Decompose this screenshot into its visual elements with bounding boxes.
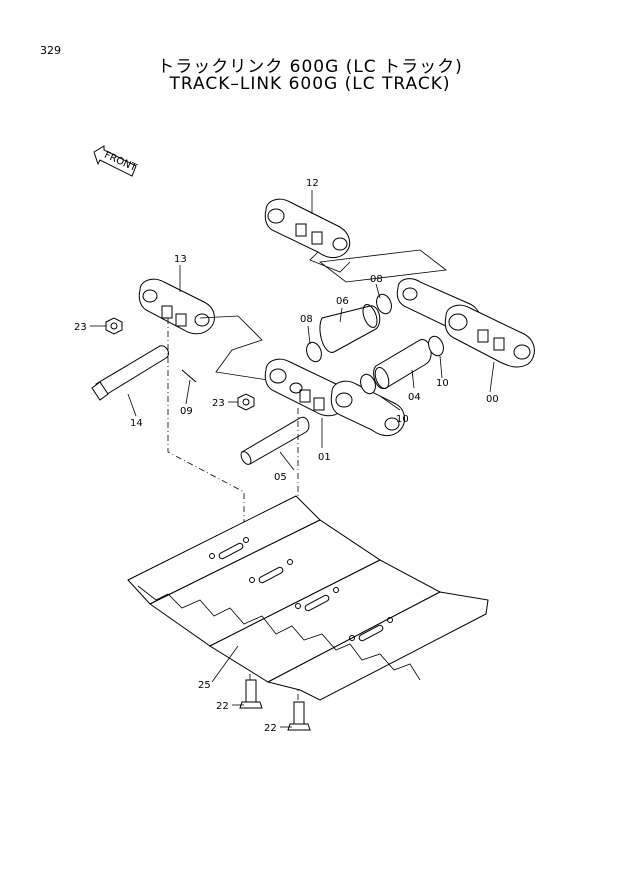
part-04-bushing <box>373 339 432 390</box>
part-25-track-shoes <box>127 495 489 701</box>
part-08-ring-b <box>306 341 322 363</box>
leader-lines <box>90 190 495 728</box>
callout-23-a: 23 <box>74 322 87 333</box>
callout-10-a: 10 <box>436 378 449 389</box>
page-title-english: TRACK–LINK 600G (LC TRACK) <box>169 74 451 94</box>
part-01-link <box>264 358 405 437</box>
callout-23-b: 23 <box>212 398 225 409</box>
callout-13: 13 <box>174 254 187 265</box>
part-05-pin <box>240 416 310 465</box>
callout-04: 04 <box>408 392 421 403</box>
part-13-link <box>138 278 215 335</box>
callout-01: 01 <box>318 452 331 463</box>
part-23-nut-b <box>237 393 255 411</box>
callout-08-a: 08 <box>370 274 383 285</box>
callout-12: 12 <box>306 178 319 189</box>
front-arrow-icon: FRONT <box>93 145 139 177</box>
callout-05: 05 <box>274 472 287 483</box>
part-12-link <box>264 198 351 273</box>
part-00-link <box>396 278 535 368</box>
part-22-bolt-a <box>239 679 263 709</box>
part-10-ring-b <box>360 373 376 395</box>
callout-25: 25 <box>198 680 211 691</box>
callout-00: 00 <box>486 394 499 405</box>
part-23-nut-a <box>105 317 123 335</box>
part-14-pin <box>91 345 169 401</box>
part-08-ring-a <box>376 293 392 315</box>
part-10-ring-a <box>428 335 444 357</box>
callout-09: 09 <box>180 406 193 417</box>
callout-14: 14 <box>130 418 143 429</box>
callout-10-b: 10 <box>396 414 409 425</box>
callout-08-b: 08 <box>300 314 313 325</box>
page-title-japanese: トラックリンク 600G (LC トラック) <box>157 57 463 77</box>
part-09-cotter-pin <box>181 369 197 383</box>
part-22-bolt-b <box>287 701 311 731</box>
callout-22-b: 22 <box>264 723 277 734</box>
part-06-bushing <box>319 304 381 353</box>
page-number: 329 <box>40 44 61 57</box>
callout-22-a: 22 <box>216 701 229 712</box>
callout-06: 06 <box>336 296 349 307</box>
